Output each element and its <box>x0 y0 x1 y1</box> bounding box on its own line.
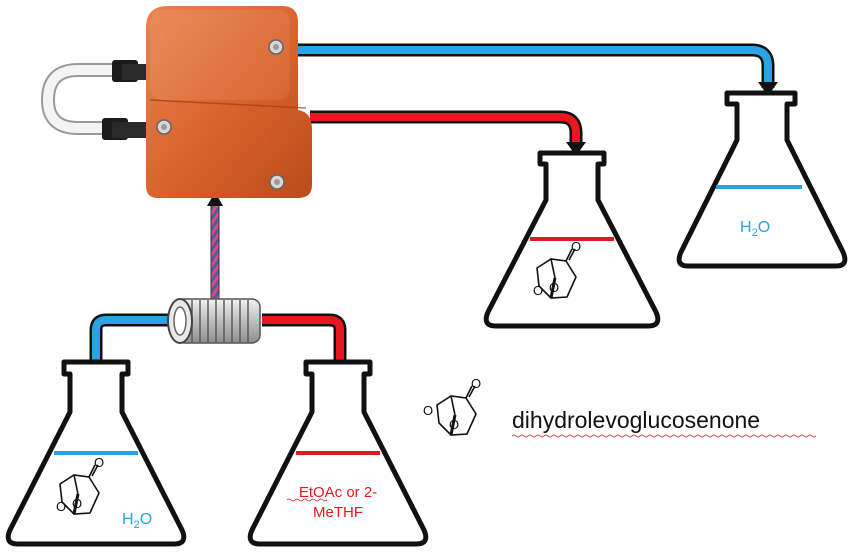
organic-feed-line <box>262 313 347 364</box>
compound-legend: O O O dihydrolevoglucosenone <box>423 376 817 438</box>
svg-text:O: O <box>449 417 459 432</box>
svg-text:O: O <box>56 499 66 514</box>
aqueous-outlet-line <box>296 43 778 96</box>
cyrene-structure-icon: O O O <box>423 376 481 437</box>
svg-text:O: O <box>94 455 104 470</box>
aqueous-feed-flask: O O O H2O <box>5 359 187 547</box>
membrane-separator-icon <box>102 6 312 198</box>
cyrene-structure-icon: O O O <box>56 455 104 516</box>
mixing-coil-icon <box>167 298 261 344</box>
svg-text:O: O <box>533 283 543 298</box>
aqueous-feed-line <box>89 313 168 364</box>
solvent-label-line-2: MeTHF <box>313 504 363 521</box>
svg-text:O: O <box>72 496 82 511</box>
h2o-label-product: H2O <box>740 219 770 239</box>
cyrene-structure-icon: O O O <box>533 239 581 300</box>
mixed-feed-line <box>207 192 223 305</box>
svg-text:O: O <box>471 376 481 391</box>
svg-text:O: O <box>571 239 581 254</box>
aqueous-product-flask: H2O <box>676 90 848 269</box>
organic-product-flask: O O O <box>483 150 661 329</box>
erlenmeyer-flask-icon <box>676 90 848 269</box>
h2o-label-feed: H2O <box>122 511 152 531</box>
solvent-label-line-1: EtOAc or 2- <box>299 484 377 501</box>
organic-outlet-line <box>310 110 586 156</box>
compound-name: dihydrolevoglucosenone <box>512 407 760 433</box>
svg-text:O: O <box>423 403 433 418</box>
separator-loop-tubing <box>40 63 129 135</box>
svg-text:O: O <box>549 280 559 295</box>
organic-feed-flask: EtOAc or 2- MeTHF <box>247 359 429 547</box>
